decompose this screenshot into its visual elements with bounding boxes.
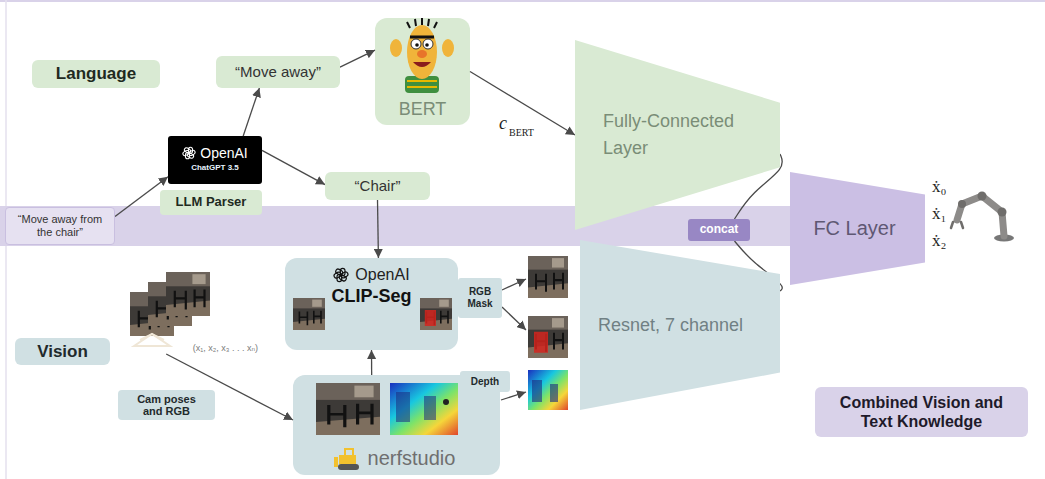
math-label: ẋ₀ bbox=[932, 178, 946, 197]
robot-arm bbox=[951, 192, 1014, 242]
math-label: ẋ₁ bbox=[932, 205, 946, 224]
node-background bbox=[375, 18, 470, 125]
text-token-box: “Chair” bbox=[325, 172, 430, 200]
connector bbox=[377, 200, 379, 258]
llm-box: OpenAI ChatGPT 3.5 bbox=[168, 136, 262, 184]
node-background bbox=[168, 136, 262, 184]
trapezoid-fill bbox=[580, 240, 780, 410]
node-text: OpenAI bbox=[355, 266, 409, 284]
node-text: ChatGPT 3.5 bbox=[191, 163, 239, 172]
connector bbox=[470, 72, 575, 136]
math-label: c bbox=[499, 114, 507, 134]
math-label: BERT bbox=[509, 127, 534, 138]
node-text: Cam poses and RGB bbox=[132, 393, 201, 417]
node-text: “Move away” bbox=[235, 63, 321, 80]
node-text: FC Layer bbox=[813, 217, 895, 240]
node-text: Language bbox=[56, 64, 136, 84]
caption-box: RGB Mask bbox=[458, 278, 502, 318]
connector bbox=[243, 88, 259, 136]
layer-trapezoid: Resnet, 7 channel bbox=[580, 240, 780, 410]
caption-box: Depth bbox=[460, 371, 510, 392]
node-text: concat bbox=[700, 223, 739, 237]
caption-box: Cam poses and RGB bbox=[118, 390, 215, 420]
text-token-box: “Move away” bbox=[216, 56, 340, 88]
tool-box: nerfstudio bbox=[293, 375, 500, 475]
node-text: CLIP-Seg bbox=[331, 286, 411, 307]
caption-box: LLM Parser bbox=[160, 190, 262, 215]
camera-image-stack bbox=[130, 272, 210, 346]
math-label: ẋ₂ bbox=[932, 232, 946, 251]
node-text: Depth bbox=[471, 376, 499, 388]
node-text: Fully-Connected Layer bbox=[603, 108, 735, 162]
concat-box: concat bbox=[688, 219, 750, 241]
node-text: “Chair” bbox=[355, 177, 401, 194]
node-text: nerfstudio bbox=[368, 447, 456, 470]
node-text: RGB Mask bbox=[461, 286, 499, 310]
trapezoid-fill bbox=[790, 172, 925, 285]
section-label: Language bbox=[32, 60, 160, 88]
node-text: LLM Parser bbox=[176, 195, 247, 210]
node-text: (x₁, x₂, x₃ . . . xₙ) bbox=[193, 343, 258, 353]
layer-trapezoid: Fully-Connected Layer bbox=[575, 40, 780, 230]
node-text: “Move away from the chair” bbox=[11, 213, 109, 238]
nerfstudio-images bbox=[316, 383, 458, 435]
caption-box: Combined Vision and Text Knowledge bbox=[815, 387, 1028, 437]
connector bbox=[340, 50, 375, 67]
bulldozer-icon bbox=[334, 449, 359, 470]
layer-trapezoid: FC Layer bbox=[790, 172, 925, 285]
node-background bbox=[285, 258, 458, 350]
node-text: Resnet, 7 channel bbox=[598, 315, 743, 336]
model-box: BERT bbox=[375, 18, 470, 125]
trapezoid-fill bbox=[575, 40, 780, 230]
input-box: “Move away from the chair” bbox=[5, 207, 115, 245]
model-box: OpenAI CLIP-Seg bbox=[285, 258, 458, 350]
node-text: OpenAI bbox=[200, 145, 247, 161]
node-text: BERT bbox=[399, 99, 447, 120]
connector bbox=[371, 350, 372, 375]
connector bbox=[262, 150, 325, 184]
section-label: Vision bbox=[15, 338, 110, 365]
node-text: Combined Vision and Text Knowledge bbox=[839, 393, 1004, 431]
image-stack: (x₁, x₂, x₃ . . . xₙ) bbox=[126, 268, 260, 354]
bert-illustration bbox=[390, 18, 454, 93]
trapezoid-outline bbox=[575, 40, 780, 230]
node-text: Vision bbox=[37, 342, 88, 362]
output-thumbnails bbox=[528, 256, 568, 410]
